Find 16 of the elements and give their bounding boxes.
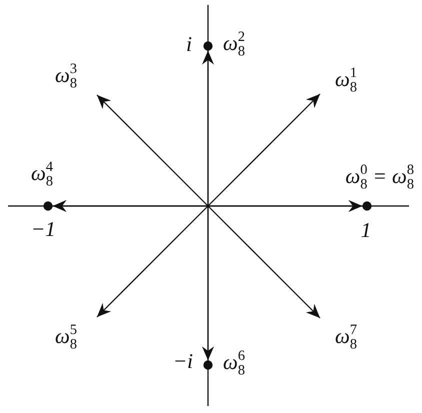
math-label: −i xyxy=(172,351,193,372)
arrow xyxy=(96,94,208,206)
arrow xyxy=(208,200,362,212)
math-label: −1 xyxy=(31,219,56,240)
point-dot-icon xyxy=(203,41,213,51)
arrow xyxy=(208,94,320,206)
math-label: 1 xyxy=(360,220,372,241)
point-dot-icon xyxy=(43,201,53,211)
arrow xyxy=(202,50,214,206)
math-label: i xyxy=(186,34,192,55)
arrow xyxy=(52,200,208,212)
arrow xyxy=(96,206,208,318)
arrow xyxy=(208,206,320,318)
point-dot-icon xyxy=(203,360,213,370)
arrow xyxy=(202,206,214,360)
point-dot-icon xyxy=(362,201,372,211)
